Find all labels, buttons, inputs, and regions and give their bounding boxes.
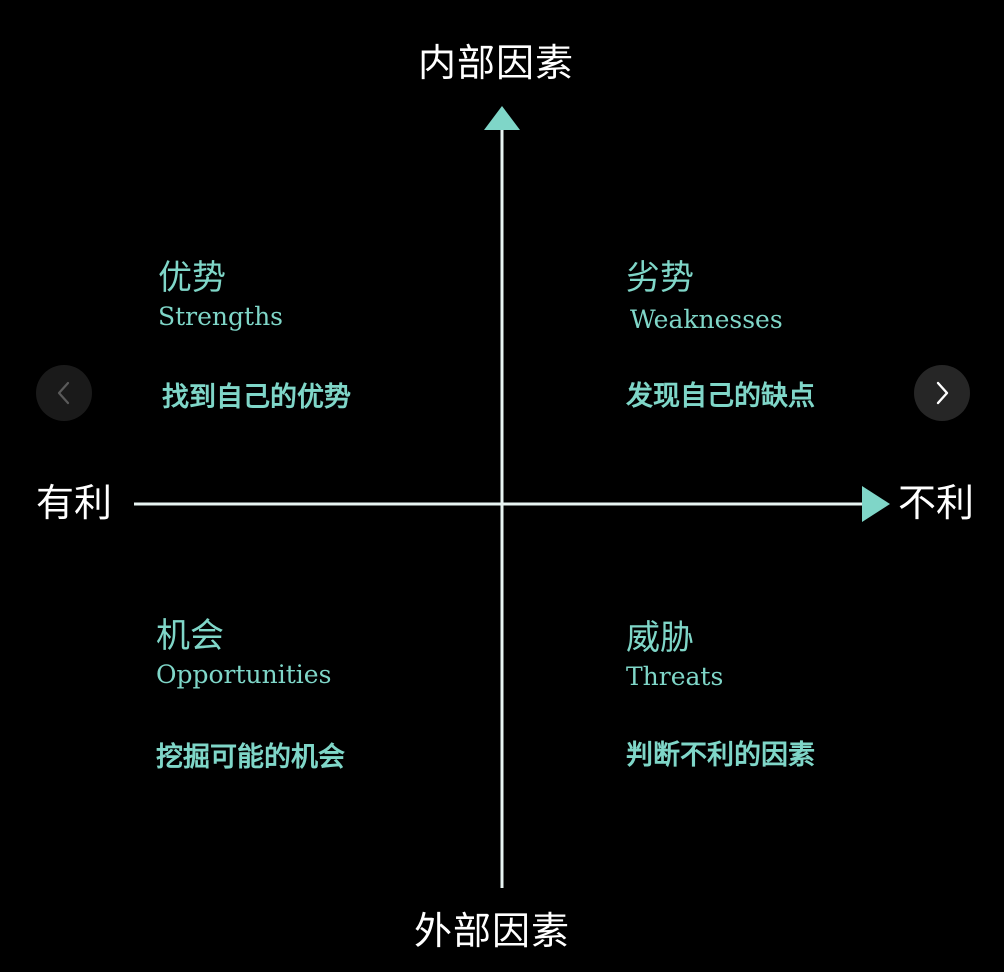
threats-description: 判断不利的因素 — [626, 740, 815, 771]
opportunities-title-en: Opportunities — [156, 660, 332, 689]
external-factors-label: 外部因素 — [414, 909, 571, 953]
weaknesses-title-en: Weaknesses — [630, 305, 783, 334]
chevron-left-icon — [57, 381, 70, 405]
threats-quadrant: 威胁 Threats 判断不利的因素 — [626, 618, 815, 772]
unfavorable-label: 不利 — [898, 481, 975, 525]
vertical-axis-arrow — [484, 106, 520, 130]
strengths-quadrant: 优势 Strengths 找到自己的优势 — [158, 258, 351, 414]
weaknesses-quadrant: 劣势 Weaknesses 发现自己的缺点 — [626, 258, 815, 413]
opportunities-title-cn: 机会 — [156, 616, 224, 656]
threats-title-en: Threats — [626, 662, 724, 691]
previous-button[interactable] — [36, 365, 92, 421]
favorable-label: 有利 — [36, 481, 113, 525]
next-button[interactable] — [914, 365, 970, 421]
opportunities-quadrant: 机会 Opportunities 挖掘可能的机会 — [156, 616, 345, 774]
internal-factors-label: 内部因素 — [418, 41, 575, 85]
opportunities-description: 挖掘可能的机会 — [156, 742, 345, 773]
weaknesses-description: 发现自己的缺点 — [626, 381, 815, 412]
strengths-title-en: Strengths — [158, 302, 283, 331]
strengths-title-cn: 优势 — [158, 258, 226, 298]
threats-title-cn: 威胁 — [626, 618, 694, 658]
chevron-right-icon — [936, 381, 949, 405]
weaknesses-title-cn: 劣势 — [626, 258, 694, 298]
strengths-description: 找到自己的优势 — [162, 382, 351, 413]
horizontal-axis-arrow — [862, 486, 890, 522]
